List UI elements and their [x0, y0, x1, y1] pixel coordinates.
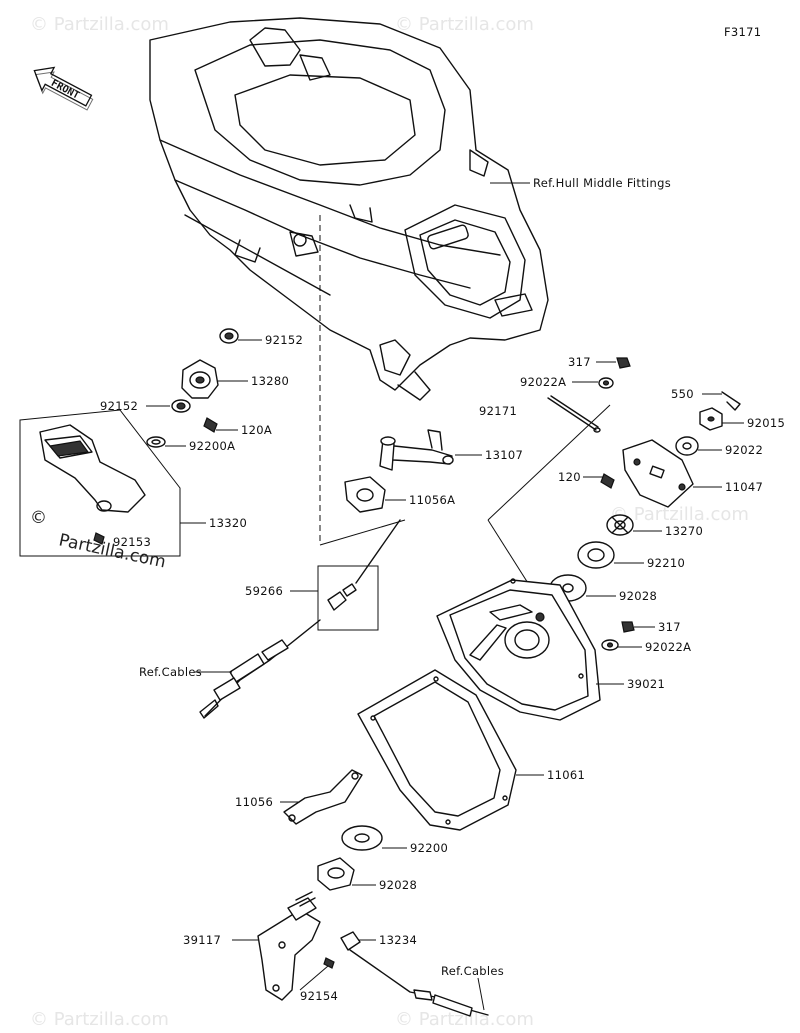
- lever-arm-39117: [257, 891, 321, 1001]
- callout-120: 120: [558, 470, 581, 484]
- bracket-11056: [283, 769, 363, 825]
- callout-550: 550: [671, 387, 694, 401]
- cable-bottom: [349, 949, 489, 1017]
- watermark: © Partzilla.com: [395, 14, 534, 35]
- callout-11056: 11056: [235, 795, 273, 809]
- figure-id: F3171: [724, 25, 761, 39]
- callout-92022: 92022: [725, 443, 763, 457]
- screw-92154: [299, 957, 335, 991]
- callout-39021: 39021: [627, 677, 665, 691]
- callout-92015: 92015: [747, 416, 785, 430]
- callout-13234: 13234: [379, 933, 417, 947]
- spacer-92028-bottom: [317, 857, 355, 891]
- ref-hull-middle-fittings: Ref.Hull Middle Fittings: [533, 176, 671, 190]
- callout-92210: 92210: [647, 556, 685, 570]
- bracket-13280: [181, 359, 219, 399]
- callout-317: 317: [658, 620, 681, 634]
- callout-92028: 92028: [619, 589, 657, 603]
- bolt-120a: [203, 417, 218, 433]
- callout-92154: 92154: [300, 989, 338, 1003]
- spring-92210: [577, 541, 615, 569]
- copyright-symbol: ©: [30, 508, 47, 528]
- callout-92022a: 92022A: [520, 375, 566, 389]
- callout-13270: 13270: [665, 524, 703, 538]
- callout-92200: 92200: [410, 841, 448, 855]
- grommet-92152-left: [171, 399, 191, 413]
- nut-317-top: [616, 357, 631, 369]
- washer-92200: [341, 825, 383, 851]
- washer-92022: [675, 436, 699, 456]
- ref-cables-bottom: Ref.Cables: [441, 964, 504, 978]
- group-box-59266: [317, 565, 379, 631]
- washer-92022a-mid: [601, 639, 619, 651]
- joint-13234: [340, 931, 361, 951]
- leader-line: [487, 404, 611, 521]
- callout-92171: 92171: [479, 404, 517, 418]
- callout-11047: 11047: [725, 480, 763, 494]
- front-arrow: FRONT: [33, 66, 94, 111]
- nut-92015: [699, 407, 723, 431]
- cover-13320: [39, 424, 146, 513]
- plate-11056a: [344, 476, 386, 513]
- callout-13107: 13107: [485, 448, 523, 462]
- stud-92171: [547, 395, 601, 433]
- callout-13280: 13280: [251, 374, 289, 388]
- adjuster-59266: [327, 519, 401, 611]
- callout-92153: 92153: [113, 535, 151, 549]
- bolt-120: [600, 473, 615, 489]
- watermark: © Partzilla.com: [30, 1009, 169, 1030]
- group-box-13320: [19, 409, 181, 557]
- grommet-92152-top: [219, 328, 239, 344]
- screw-92153: [93, 532, 105, 545]
- lever-13107: [379, 429, 454, 471]
- washer-92200a: [146, 436, 166, 448]
- washer-92022a-top: [598, 377, 614, 389]
- assembly-axis-line: [319, 519, 406, 546]
- bracket-11047: [622, 439, 694, 508]
- cam-13270: [606, 514, 634, 536]
- callout-11061: 11061: [547, 768, 585, 782]
- callout-120a: 120A: [241, 423, 272, 437]
- callout-92152: 92152: [100, 399, 138, 413]
- pin-550: [721, 391, 741, 411]
- callout-39117: 39117: [183, 933, 221, 947]
- callout-11056a: 11056A: [409, 493, 455, 507]
- watermark: © Partzilla.com: [30, 14, 169, 35]
- callout-13320: 13320: [209, 516, 247, 530]
- hull-middle-part: [149, 17, 549, 401]
- nut-317-mid: [621, 621, 635, 633]
- ref-cables-left: Ref.Cables: [139, 665, 202, 679]
- callout-92200a: 92200A: [189, 439, 235, 453]
- watermark: © Partzilla.com: [610, 504, 749, 525]
- callout-317: 317: [568, 355, 591, 369]
- callout-92028: 92028: [379, 878, 417, 892]
- housing-39021: [436, 578, 601, 721]
- watermark: © Partzilla.com: [395, 1009, 534, 1030]
- cable-left: [199, 619, 321, 719]
- leader-line: [477, 977, 485, 1011]
- watermark-group: © Partzilla.com © Partzilla.com © Partzi…: [30, 14, 749, 1030]
- callout-92022a: 92022A: [645, 640, 691, 654]
- gasket-11061: [357, 669, 517, 831]
- callout-92152: 92152: [265, 333, 303, 347]
- callout-59266: 59266: [245, 584, 283, 598]
